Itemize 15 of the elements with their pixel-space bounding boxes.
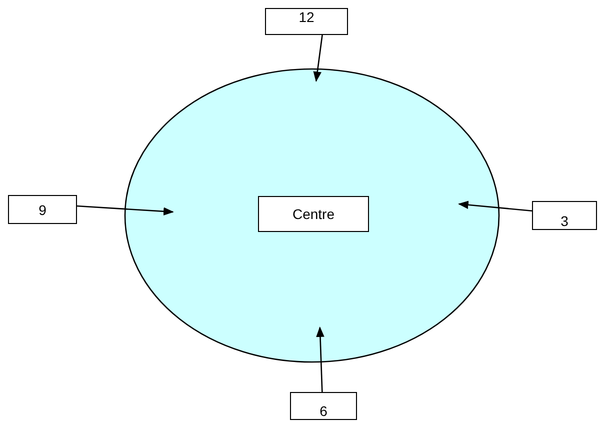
ellipse-shape [124, 68, 500, 363]
label-box [258, 196, 369, 232]
box-label: 9 [38, 202, 46, 218]
label-box [8, 195, 77, 224]
box-label: 6 [320, 403, 328, 419]
box-label: 3 [560, 213, 568, 229]
label-box [290, 392, 357, 420]
box-label: Centre [292, 206, 335, 222]
box-label: 12 [298, 9, 314, 25]
arrow [76, 205, 174, 216]
arrow [316, 326, 324, 392]
arrow [313, 34, 323, 82]
label-box [265, 8, 348, 35]
label-box [532, 201, 597, 230]
arrow [458, 200, 532, 212]
